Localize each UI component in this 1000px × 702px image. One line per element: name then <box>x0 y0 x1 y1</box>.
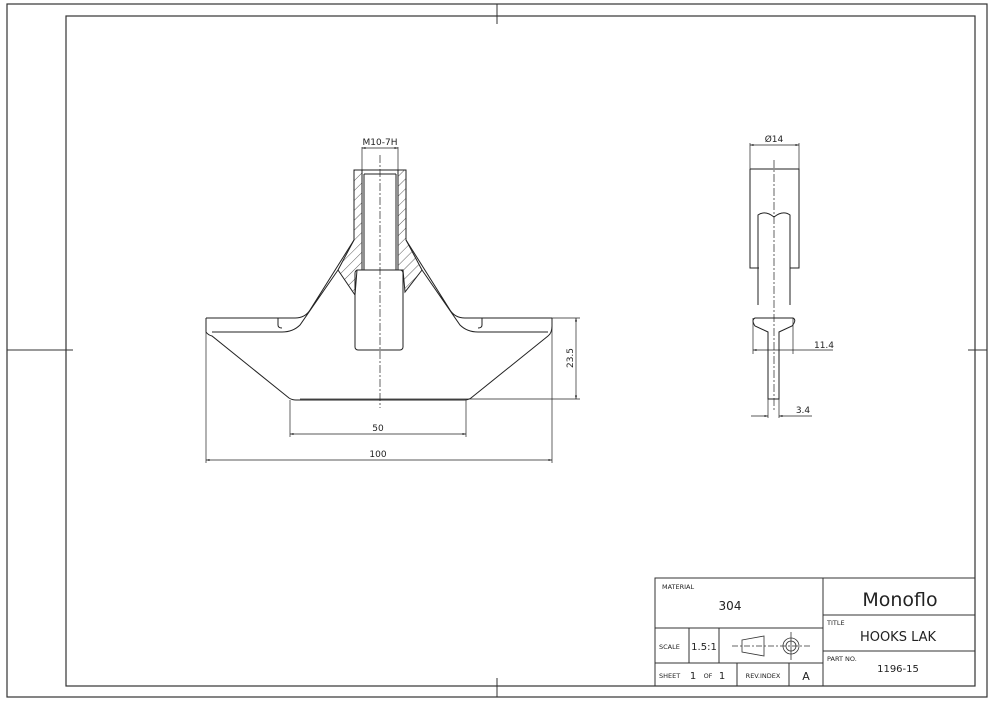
boss-hatch-right <box>397 169 423 294</box>
projection-symbol-icon <box>732 632 812 660</box>
side-view <box>749 143 833 418</box>
side-head <box>749 168 800 269</box>
sheet-label: SHEET <box>659 672 680 680</box>
part-no-value: 1196-15 <box>877 664 919 675</box>
sheet-num: 1 <box>690 671 696 682</box>
base-plate <box>205 317 553 401</box>
company-name: Monoflo <box>862 589 937 611</box>
dim-base-inner: 50 <box>372 424 384 434</box>
front-view <box>205 146 580 463</box>
title-block <box>654 577 976 687</box>
dim-head: 11.4 <box>814 341 834 351</box>
scale-value: 1.5:1 <box>691 642 717 653</box>
inner-border <box>65 15 976 687</box>
part-no-label: PART NO. <box>827 655 857 663</box>
boss-hatch-left <box>337 169 363 297</box>
material-label: MATERIAL <box>662 583 695 591</box>
title-label: TITLE <box>826 619 845 627</box>
dim-diameter: Ø14 <box>765 134 784 145</box>
of-label: OF <box>704 672 713 680</box>
insert-block <box>354 269 404 351</box>
rev-value: A <box>802 670 810 683</box>
sheet-border <box>6 3 988 698</box>
scale-label: SCALE <box>659 643 680 651</box>
dim-height: 23.5 <box>566 348 576 368</box>
dim-base-outer: 100 <box>369 450 386 460</box>
arm-right <box>405 239 548 333</box>
sheet-total: 1 <box>719 671 725 682</box>
title-value: HOOKS LAK <box>860 630 937 645</box>
dim-shank: 3.4 <box>796 406 811 416</box>
material-value: 304 <box>719 599 742 613</box>
rev-label: REV.INDEX <box>746 672 781 680</box>
arm-left <box>212 239 355 333</box>
thread-callout: M10-7H <box>363 138 398 148</box>
outer-border <box>6 3 988 698</box>
